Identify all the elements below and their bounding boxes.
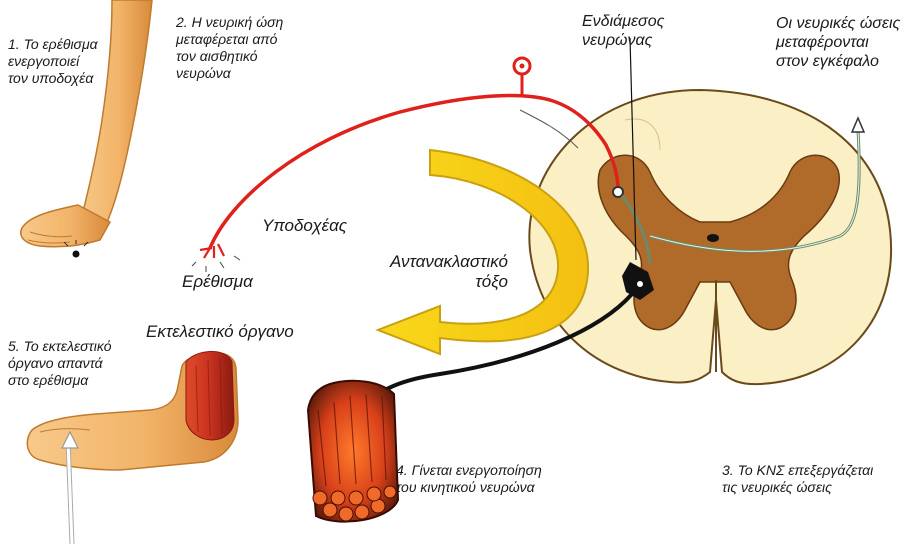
step4-line: 4. Γίνεται ενεργοποίηση	[396, 462, 576, 479]
step1-line: τον υποδοχέα	[8, 70, 128, 87]
step2-line: νευρώνα	[176, 65, 316, 82]
step4-line: του κινητικού νευρώνα	[396, 479, 576, 496]
to-brain-line: μεταφέρονται	[776, 33, 916, 52]
step4-label: 4. Γίνεται ενεργοποίηση του κινητικού νε…	[396, 462, 576, 496]
to-brain-label: Οι νευρικές ώσεις μεταφέρονται στον εγκέ…	[776, 14, 916, 71]
receptor-label: Υποδοχέας	[262, 216, 347, 236]
reflex-arc-line: τόξο	[370, 272, 508, 292]
stimulus-label: Ερέθισμα	[182, 272, 253, 292]
interneuron-line: Ενδιάμεσος	[582, 12, 702, 31]
step5-line: στο ερέθισμα	[8, 372, 138, 389]
step5-line: όργανο απαντά	[8, 355, 138, 372]
to-brain-line: Οι νευρικές ώσεις	[776, 14, 916, 33]
step1-label: 1. Το ερέθισμα ενεργοποιεί τον υποδοχέα	[8, 36, 128, 87]
to-brain-line: στον εγκέφαλο	[776, 52, 916, 71]
step2-label: 2. Η νευρική ώση μεταφέρεται από τον αισ…	[176, 14, 316, 82]
interneuron-line: νευρώνας	[582, 31, 702, 50]
step1-line: ενεργοποιεί	[8, 53, 128, 70]
step1-line: 1. Το ερέθισμα	[8, 36, 128, 53]
step3-line: τις νευρικές ώσεις	[722, 479, 912, 496]
step5-line: 5. Το εκτελεστικό	[8, 338, 138, 355]
step3-line: 3. Το ΚΝΣ επεξεργάζεται	[722, 462, 912, 479]
effector-label: Εκτελεστικό όργανο	[146, 322, 294, 342]
step2-line: τον αισθητικό	[176, 48, 316, 65]
step3-label: 3. Το ΚΝΣ επεξεργάζεται τις νευρικές ώσε…	[722, 462, 912, 496]
step5-label: 5. Το εκτελεστικό όργανο απαντά στο ερέθ…	[8, 338, 138, 389]
step2-line: μεταφέρεται από	[176, 31, 316, 48]
step2-line: 2. Η νευρική ώση	[176, 14, 316, 31]
reflex-arc-line: Αντανακλαστικό	[370, 252, 508, 272]
interneuron-label: Ενδιάμεσος νευρώνας	[582, 12, 702, 50]
muscle-bundle	[308, 381, 398, 522]
reflex-arc-label: Αντανακλαστικό τόξο	[370, 252, 508, 292]
